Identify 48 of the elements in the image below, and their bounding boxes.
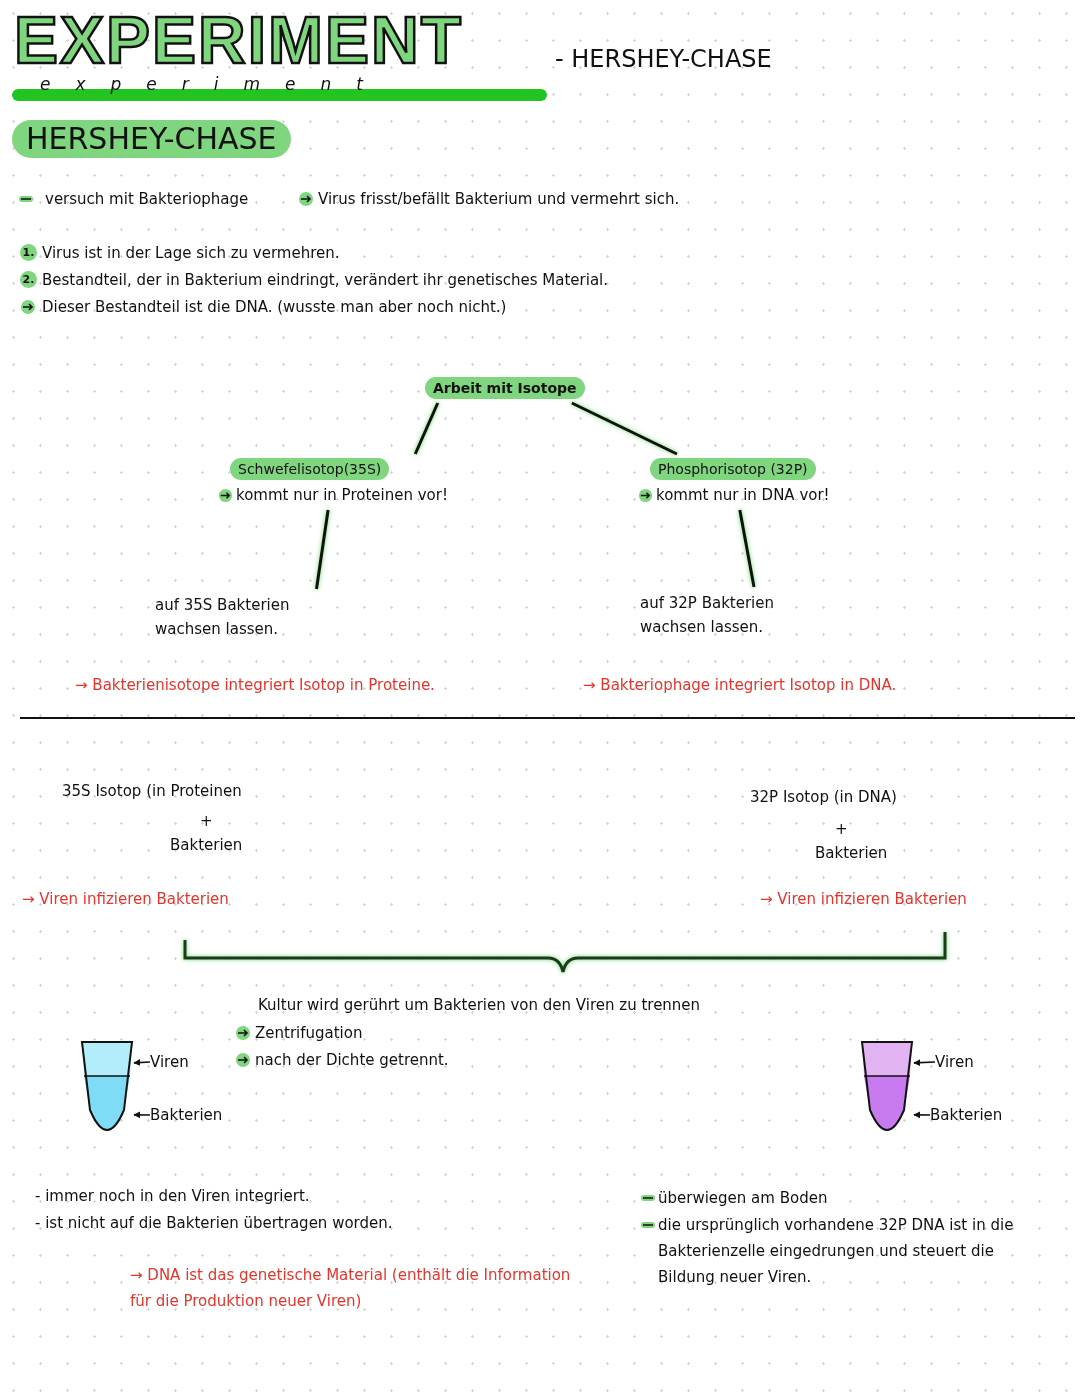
- highlighted-heading: Schwefelisotop(35S): [230, 458, 390, 480]
- note-text: Viren: [935, 1052, 974, 1073]
- note-text: Virus ist in der Lage sich zu vermehren.: [42, 243, 340, 264]
- connector-line: [571, 401, 678, 456]
- leader-arrow: [913, 1059, 936, 1067]
- note-text: Bakterien: [930, 1105, 1003, 1126]
- note-text: Virus frisst/befällt Bakterium und vermehrt sich.: [318, 189, 680, 210]
- highlighted-heading: Phosphorisotop (32P): [650, 458, 816, 480]
- plus-sign: +: [835, 819, 848, 840]
- conclusion-text: → DNA ist das genetische Material (enthält die Information für die Produktion neuer Viren): [130, 1265, 572, 1312]
- note-text: Bakterien: [170, 835, 243, 856]
- note-text: auf 32P Bakterien wachsen lassen.: [640, 593, 775, 638]
- note-text: Bakterien: [815, 843, 888, 864]
- conclusion-text: → Bakterienisotope integriert Isotop in Proteine.: [75, 675, 435, 696]
- note-text: Kultur wird gerührt um Bakterien von den Viren zu trennen: [258, 995, 701, 1016]
- note-text: Viren: [150, 1052, 189, 1073]
- connector-line: [413, 402, 440, 455]
- plus-sign: +: [200, 811, 213, 832]
- connector-line: [738, 509, 756, 588]
- leader-arrow: [913, 1111, 931, 1119]
- conclusion-text: → Viren infizieren Bakterien: [760, 889, 967, 910]
- leader-arrow: [133, 1059, 151, 1067]
- note-text: Bakterien: [150, 1105, 223, 1126]
- note-text: Bestandteil, der in Bakterium eindringt, verändert ihr genetisches Material.: [42, 270, 608, 291]
- conclusion-text: → Bakteriophage integriert Isotop in DNA.: [583, 675, 897, 696]
- note-text: Dieser Bestandteil ist die DNA. (wusste man aber noch nicht.): [42, 297, 507, 318]
- highlighted-heading: HERSHEY-CHASE: [12, 120, 291, 158]
- highlighted-heading: Arbeit mit Isotope: [425, 377, 585, 399]
- note-text: überwiegen am Boden: [658, 1188, 828, 1209]
- conclusion-text: → Viren infizieren Bakterien: [22, 889, 229, 910]
- note-text: kommt nur in DNA vor!: [656, 486, 830, 504]
- note-text: - immer noch in den Viren integriert.: [35, 1186, 310, 1207]
- note-text: nach der Dichte getrennt.: [255, 1050, 449, 1071]
- handwritten-word: experiment: [40, 74, 388, 94]
- note-text: versuch mit Bakteriophage: [45, 189, 249, 210]
- note-text: auf 35S Bakterien wachsen lassen.: [155, 595, 291, 640]
- number-badge: 1.: [20, 244, 37, 261]
- leader-arrow: [133, 1111, 151, 1119]
- connector-line: [315, 509, 330, 590]
- note-text: kommt nur in Proteinen vor!: [236, 486, 448, 504]
- note-text: 32P Isotop (in DNA): [750, 787, 897, 808]
- note-text: 35S Isotop (in Proteinen: [62, 781, 242, 802]
- note-text: Zentrifugation: [255, 1023, 363, 1044]
- note-text: - ist nicht auf die Bakterien übertragen worden.: [35, 1213, 393, 1234]
- title-bubble-letters: EXPERIMENT: [14, 2, 464, 77]
- number-badge: 2.: [20, 271, 37, 288]
- note-text: die ursprünglich vorhandene 32P DNA ist in die Bakterienzelle eingedrungen und steuert die Bildung neuer Viren.: [658, 1215, 1015, 1288]
- subtitle: - HERSHEY-CHASE: [555, 46, 772, 72]
